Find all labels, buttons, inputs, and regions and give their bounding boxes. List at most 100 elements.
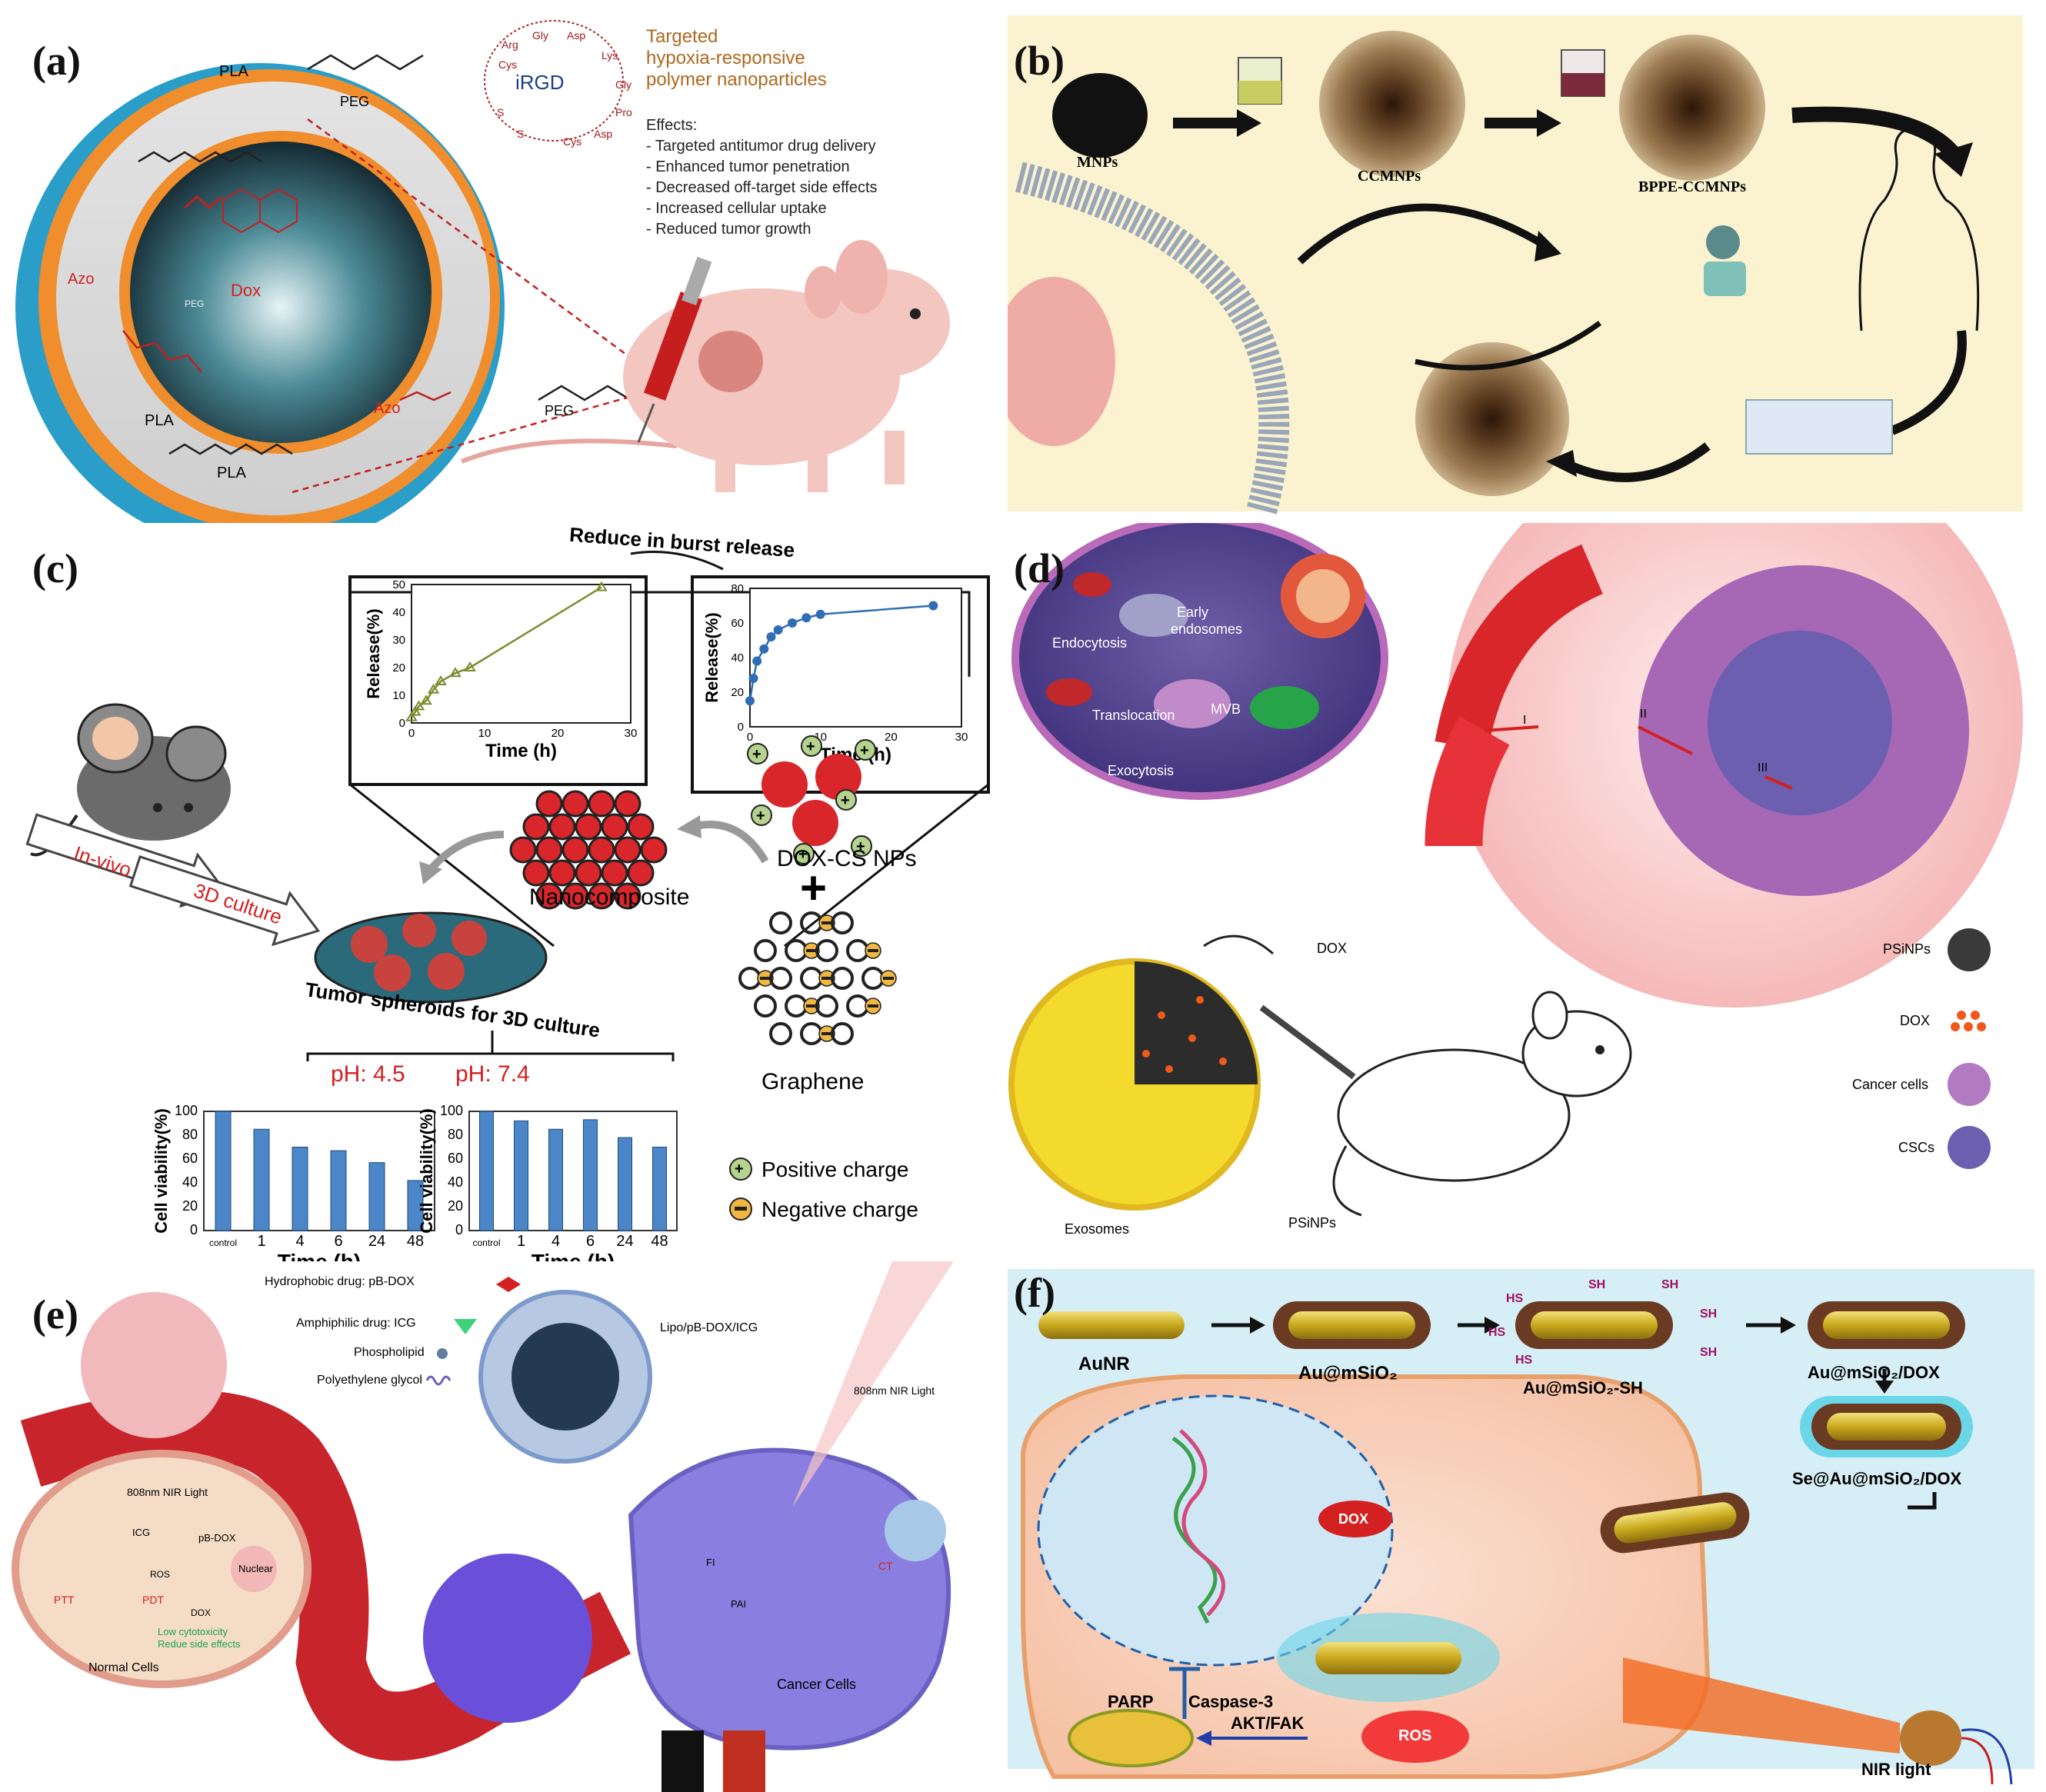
nanocomposite-cell bbox=[614, 882, 641, 910]
data-point bbox=[759, 644, 769, 654]
positive-charge bbox=[855, 739, 876, 761]
exosomes-label: Exosomes bbox=[1065, 1221, 1130, 1237]
bar bbox=[548, 1128, 563, 1231]
nanocomposite-cell bbox=[522, 859, 550, 887]
graphene-label: Graphene bbox=[761, 1069, 865, 1094]
dox-blob-label: DOX bbox=[1338, 1511, 1369, 1527]
ros-label: ROS bbox=[150, 1569, 171, 1580]
nanocomposite-structure bbox=[509, 790, 668, 910]
doxcs-particle bbox=[761, 761, 808, 808]
panel-f: (f) AuNR Au@mSiO₂ Au@mSiO₂-SH Au@mSiO₂/D… bbox=[1008, 1261, 2046, 1792]
route-i-label: I bbox=[1523, 714, 1527, 727]
nir-beam bbox=[1623, 1657, 1900, 1754]
y-tick-label: 20 bbox=[731, 686, 744, 699]
normal-cell bbox=[12, 1450, 312, 1688]
effect-5: - Reduced tumor growth bbox=[646, 221, 811, 238]
legend-cancer-cells: Cancer cells bbox=[1852, 1077, 1929, 1092]
nir-left-label: 808nm NIR Light bbox=[127, 1486, 208, 1498]
data-point bbox=[752, 656, 762, 666]
effect-3: - Decreased off-target side effects bbox=[646, 179, 878, 196]
mnps-cluster bbox=[1052, 73, 1148, 158]
data-point bbox=[405, 711, 418, 721]
golgi bbox=[1250, 686, 1319, 729]
psinps-legend-icon bbox=[1948, 928, 1991, 971]
graphene-ring bbox=[754, 939, 777, 962]
x-tick-label: control bbox=[209, 1237, 237, 1248]
effects-title: Effects: bbox=[646, 117, 698, 134]
panel-a: (a) bbox=[0, 0, 1008, 523]
x-tick-label: 1 bbox=[257, 1233, 265, 1250]
y-tick-label: 60 bbox=[731, 617, 744, 630]
positive-charge bbox=[835, 789, 857, 811]
graphene-ring bbox=[738, 967, 761, 990]
pai-label: PAI bbox=[731, 1598, 746, 1610]
mouse-cartoon bbox=[30, 703, 231, 857]
ct-label: CT bbox=[878, 1560, 893, 1572]
aa-arg: Arg bbox=[502, 38, 518, 51]
ausio2-label: Au@mSiO₂ bbox=[1298, 1363, 1398, 1384]
x-tick-label: 24 bbox=[368, 1233, 385, 1250]
aa-asp2: Asp bbox=[594, 128, 613, 140]
pla-top-label: PLA bbox=[219, 63, 248, 80]
mouse-line-drawing bbox=[1332, 991, 1632, 1217]
x-axis-label: Time (h) bbox=[531, 1250, 615, 1261]
panel-b-illustration bbox=[1008, 15, 2023, 516]
data-point bbox=[435, 675, 447, 685]
aa-cys: Cys bbox=[563, 135, 582, 148]
y-tick-label: 10 bbox=[392, 689, 405, 702]
plot-area bbox=[468, 1111, 678, 1231]
cscs-legend-icon bbox=[1948, 1126, 1991, 1169]
aa-s2: S bbox=[497, 106, 505, 118]
ph74-label: pH: 7.4 bbox=[455, 1061, 530, 1087]
bar bbox=[514, 1120, 528, 1231]
data-point bbox=[595, 581, 608, 591]
nanocomposite-cell bbox=[535, 790, 563, 818]
nanocomposite-cell bbox=[627, 813, 655, 841]
positive-charge-icon bbox=[729, 1157, 752, 1181]
lowtox-label: Low cytotoxicity bbox=[158, 1626, 228, 1637]
pla-bottom2-label: PLA bbox=[217, 465, 246, 481]
panel-b: (b) MNPs CCMNPs BPPE-CCMNPs bbox=[1008, 0, 2046, 523]
panel-c-label: (c) bbox=[32, 545, 78, 591]
syringe-icon bbox=[1259, 1004, 1356, 1080]
x-tick-label: 4 bbox=[295, 1233, 304, 1250]
bar bbox=[479, 1111, 494, 1231]
nucleus bbox=[1037, 1394, 1394, 1667]
aa-pro: Pro bbox=[615, 106, 632, 118]
graphene-structure bbox=[738, 911, 897, 1045]
plot-area bbox=[411, 584, 631, 724]
doxcs-particles: +++++++ bbox=[747, 735, 876, 864]
graphene-ring bbox=[831, 1022, 854, 1045]
endosome bbox=[1119, 594, 1188, 637]
y-tick-label: 50 bbox=[392, 578, 405, 591]
nir-beam bbox=[792, 1261, 954, 1507]
endocytosis-label: Endocytosis bbox=[1052, 635, 1128, 651]
x-tick-label: 20 bbox=[551, 727, 565, 740]
nucleus bbox=[1008, 277, 1115, 446]
panel-a-illustration bbox=[15, 20, 950, 523]
y-axis-label: Cell viability(%) bbox=[417, 1108, 436, 1234]
y-tick-label: 80 bbox=[731, 582, 744, 595]
minus-sign bbox=[806, 949, 817, 952]
effect-1: - Targeted antitumor drug delivery bbox=[646, 138, 876, 155]
dox-label: Dox bbox=[231, 281, 262, 300]
graphene-ring bbox=[846, 994, 869, 1018]
legend-dox: DOX bbox=[1900, 1013, 1931, 1028]
phospholipid-icon bbox=[437, 1348, 448, 1359]
cancer-cell bbox=[628, 1447, 951, 1750]
tumor-pink bbox=[81, 1292, 227, 1438]
x-axis-label: Time (h) bbox=[278, 1250, 361, 1261]
minus-sign bbox=[868, 1004, 878, 1008]
bar bbox=[253, 1128, 270, 1231]
route-iii-label: III bbox=[1758, 761, 1768, 774]
data-point bbox=[408, 705, 422, 716]
legend-cscs: CSCs bbox=[1898, 1140, 1935, 1155]
ccmnps-label: CCMNPs bbox=[1358, 168, 1421, 185]
normal-cells-label: Normal Cells bbox=[88, 1661, 159, 1674]
legend-pbdox: Hydrophobic drug: pB-DOX bbox=[265, 1275, 415, 1288]
bar bbox=[652, 1147, 667, 1231]
y-tick-label: 0 bbox=[455, 1222, 463, 1237]
y-axis-label: Cell viability(%) bbox=[152, 1108, 171, 1234]
x-tick-label: 10 bbox=[478, 727, 492, 740]
human-outline bbox=[1858, 125, 1980, 331]
